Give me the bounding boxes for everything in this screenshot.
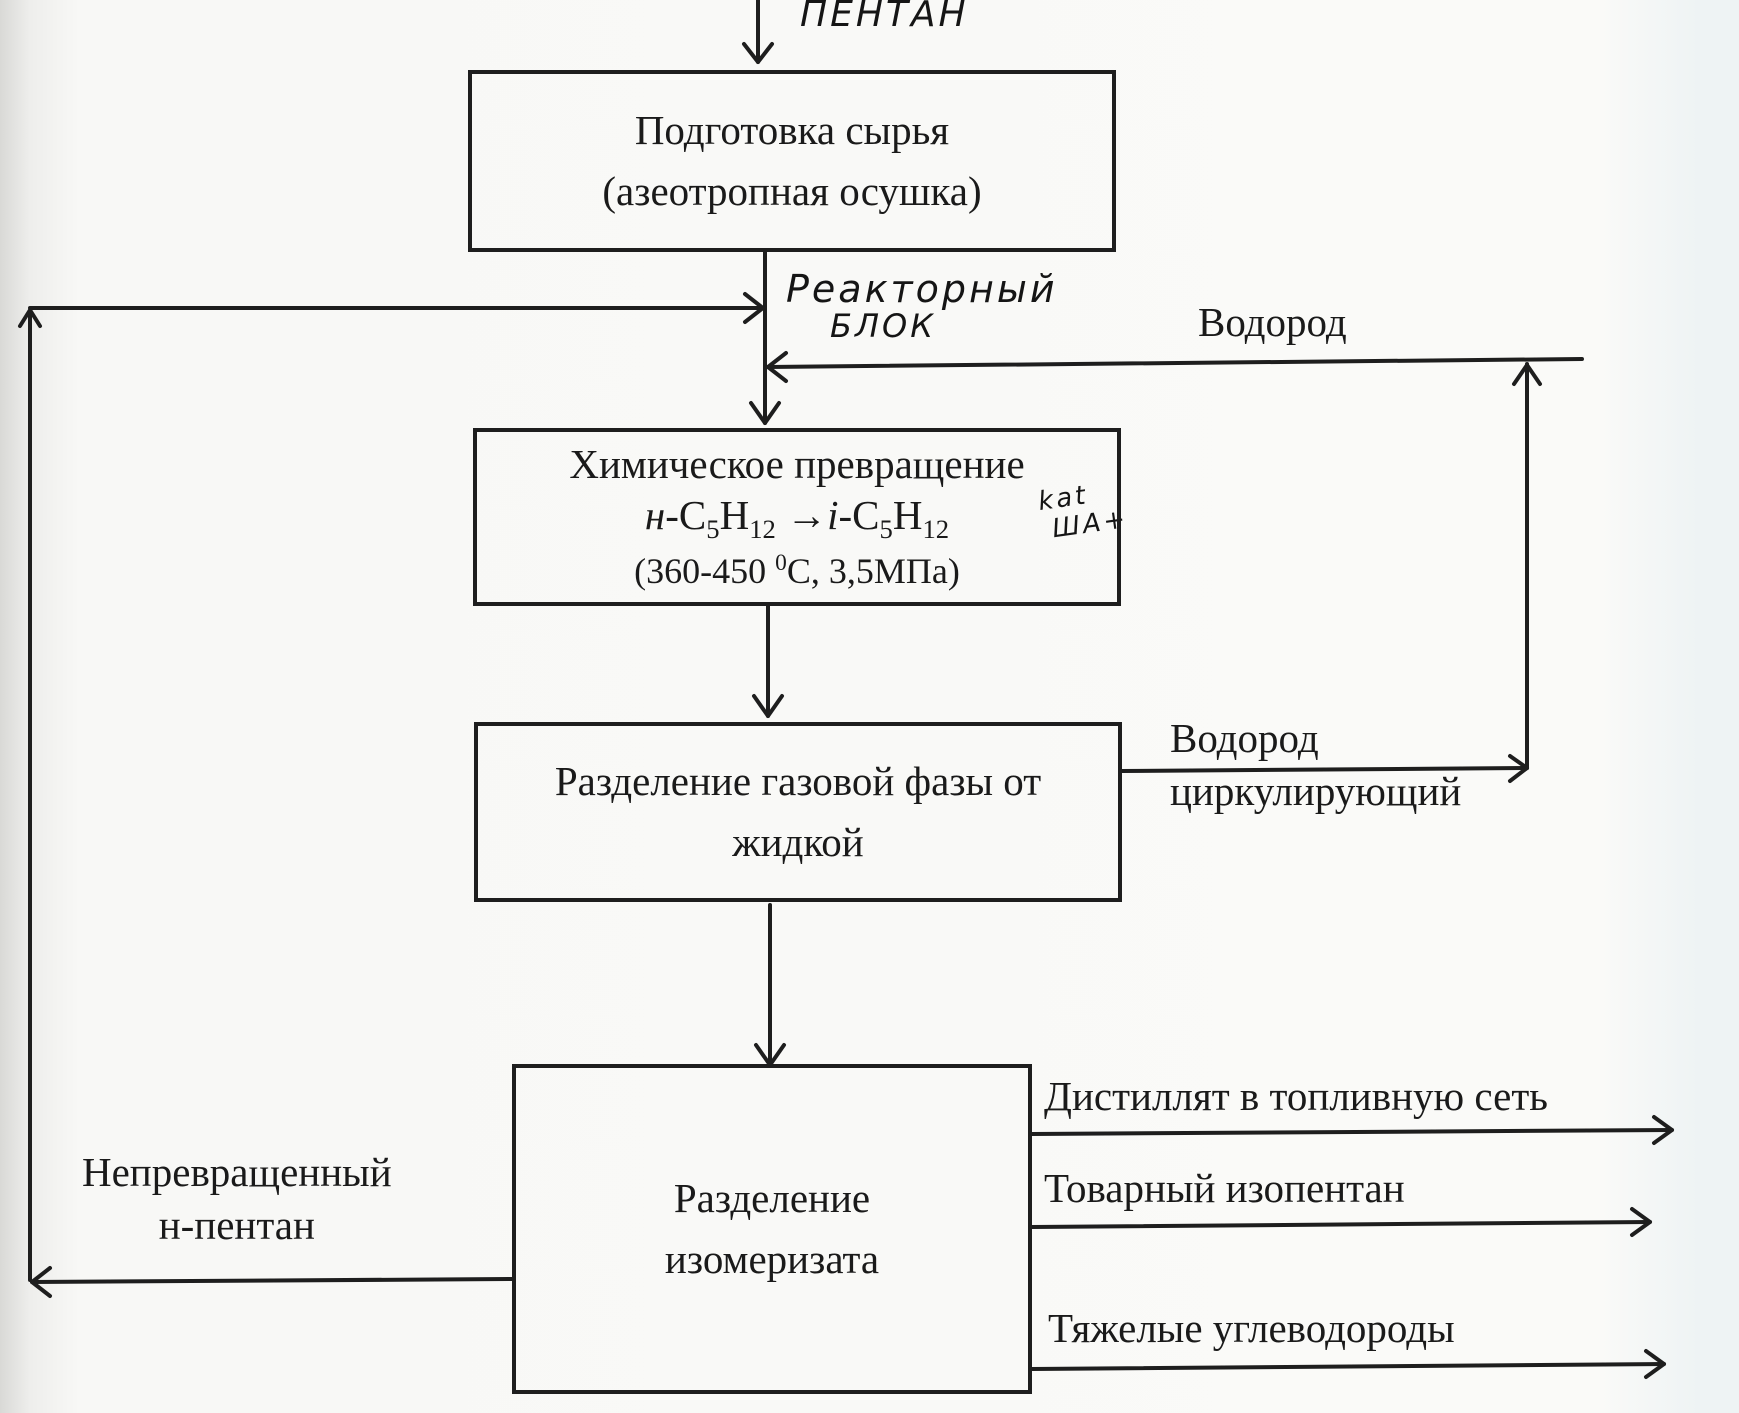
label-unconverted-pentane: Непревращенный н-пентан [82,1146,392,1253]
label-distillate: Дистиллят в топливную сеть [1044,1073,1548,1119]
distillate-line [1030,1128,1674,1136]
isopentane-head [1630,1207,1652,1237]
label-unconverted-line1: Непревращенный [82,1149,392,1195]
label-hydrogen-circ-line2: циркулирующий [1170,768,1462,815]
box-gas-liquid-separation: Разделение газовой фазы от жидкой [474,722,1122,902]
label-unconverted-line2: н-пентан [158,1202,315,1249]
label-hydrogen-in: Водород [1198,299,1347,345]
box-feed-preparation-line1: Подготовка сырья [634,106,950,153]
label-isopentane: Товарный изопентан [1044,1165,1405,1211]
box-iso-sep-line2: изомеризата [664,1236,880,1282]
box-isomerizate-separation: Разделение изомеризата [512,1064,1032,1394]
handwritten-pentane-label: пентан [800,0,969,35]
box-gas-sep-line1: Разделение газовой фазы от [554,757,1042,804]
box-feed-preparation: Подготовка сырья (азеотропная осушка) [468,70,1116,252]
box-chem-title: Химическое превращение [569,440,1025,487]
distillate-head [1652,1115,1674,1145]
label-hydrogen-circ-line1: Водород [1170,715,1319,761]
box-chem-conditions: (360-450 0C, 3,5МПа) [634,549,960,591]
recycle-top-head [743,292,765,324]
hydrogen-circ-vertical-head [1512,363,1542,386]
chem-to-sep-head [752,694,784,718]
label-heavy-hydrocarbons: Тяжелые углеводороды [1048,1305,1455,1351]
prep-to-chem-head [749,401,781,425]
box-gas-sep-line2: жидкой [732,819,864,865]
heavy-head [1644,1349,1666,1379]
label-hydrogen-circulating: Водород циркулирующий [1170,712,1461,819]
hydrogen-in-line [766,357,1584,369]
feed-arrow-head [742,42,774,64]
box-chem-formula: н-C5H12 →i-C5H12 [644,492,950,545]
hydrogen-in-head [766,351,788,383]
box-iso-sep-line1: Разделение [673,1174,871,1221]
box-chemical-conversion: Химическое превращение н-C5H12 →i-C5H12 … [473,428,1121,606]
sep-to-hydrogen-head [1508,754,1529,783]
heavy-line [1030,1362,1666,1371]
handwritten-reactor-line1: Реакторный [786,267,1058,311]
box-feed-preparation-line2: (азеотропная осушка) [602,168,982,214]
handwritten-reactor-line2: блок [830,306,936,345]
handwritten-reactor-label: Реакторный блок [786,267,1058,345]
isopentane-line [1030,1220,1652,1229]
unconverted-head [30,1266,52,1298]
sep-to-hydrogen-line [1120,766,1529,773]
unconverted-line [30,1277,514,1284]
